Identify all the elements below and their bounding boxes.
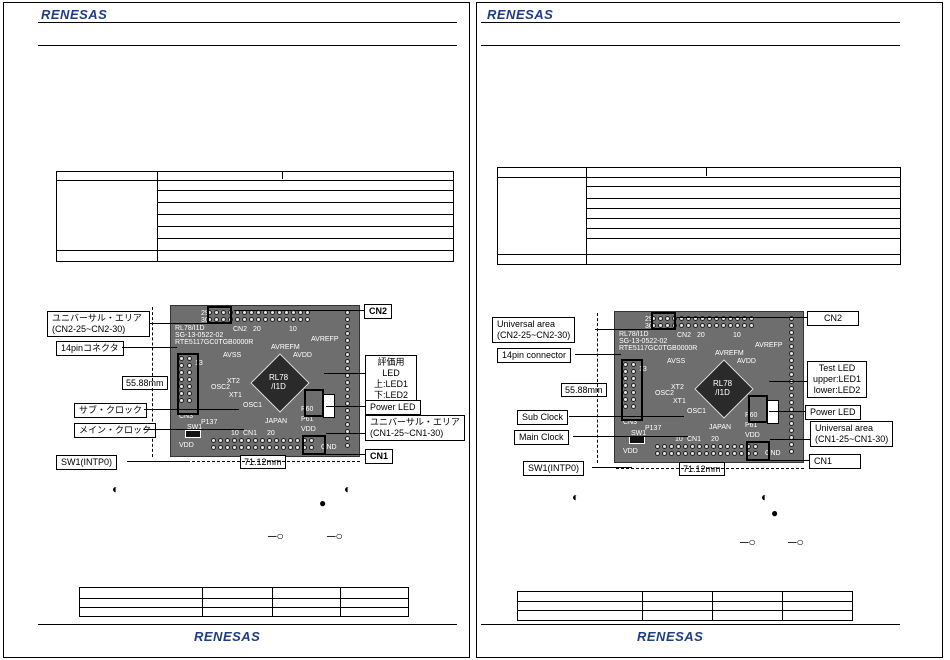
jumper-closed-icon: ● (319, 496, 327, 510)
cn1-header-top (655, 444, 758, 449)
renesas-footer-logo: RENESAS (194, 629, 261, 644)
header-rule (38, 45, 457, 46)
callout-power-led: Power LED (805, 405, 861, 420)
callout-main-clock: Main Clock (514, 430, 569, 445)
callout-sub-clock: Sub Clock (517, 410, 569, 425)
header-rule (481, 22, 900, 23)
cn2-header-top (207, 310, 310, 315)
callout-sw1: SW1(INTP0) (523, 461, 585, 476)
bottom-table (517, 591, 853, 621)
footer-rule (38, 624, 457, 625)
jumper-closed-icon: ● (771, 506, 779, 520)
evaluation-board-photo: 29 30 RL78/I1D SG-13-0522-02 RTE5117GC0T… (170, 305, 360, 457)
callout-test-led: Test LED upper:LED1 lower:LED2 (807, 361, 867, 398)
header-rule (38, 22, 457, 23)
board-model-text: RL78/I1D (175, 325, 205, 332)
callout-cn2: CN2 (364, 304, 393, 319)
callout-main-clock: メイン・クロック (74, 423, 157, 438)
renesas-logo: RENESAS (487, 7, 554, 22)
switch-symbol-icon: ─○ (788, 535, 804, 549)
spec-table (56, 171, 454, 262)
japanese-page: RENESAS 29 30 RL78/I1D SG-13-0522-02 RTE… (3, 2, 470, 658)
callout-universal-area-bottom: Universal area (CN1-25~CN1-30) (810, 421, 894, 447)
switch-symbol-icon: ─○ (740, 535, 756, 549)
dimension-width: 71.12mm (679, 462, 725, 476)
dimension-height: 55.88mm (561, 383, 607, 397)
callout-eval-led: 評価用LED 上:LED1 下:LED2 (365, 355, 417, 403)
cn3-connector (179, 356, 184, 403)
test-leds (767, 400, 779, 424)
callout-sub-clock: サブ・クロック (74, 403, 148, 418)
english-page: RENESAS 29 30 RL78/I1D SG-13-0522-02 RTE… (476, 2, 943, 658)
callout-14pin-connector: 14pin connector (497, 348, 572, 363)
callout-power-led: Power LED (365, 400, 421, 415)
callout-cn2: CN2 (807, 311, 859, 326)
callout-sw1: SW1(INTP0) (56, 455, 118, 470)
dimension-width: 71.12mm (240, 455, 286, 469)
callout-cn1: CN1 (365, 449, 394, 464)
jumper-open-icon: ◐ (112, 482, 120, 496)
cn3-connector (623, 362, 628, 409)
callout-universal-area-top: ユニバーサル・エリア (CN2-25~CN2-30) (47, 311, 150, 337)
sw1-switch (629, 436, 645, 444)
callout-universal-area-top: Universal area (CN2-25~CN2-30) (492, 317, 576, 343)
cn2-header-bottom (651, 323, 754, 328)
jumper-open-icon: ◐ (572, 490, 580, 504)
jumper-open-icon: ◐ (761, 490, 769, 504)
renesas-logo: RENESAS (41, 7, 108, 22)
sw1-switch (185, 430, 201, 438)
callout-cn1: CN1 (809, 454, 861, 469)
right-edge-pins (345, 310, 350, 448)
callout-14pin-connector: 14pinコネクタ (56, 341, 124, 356)
callout-universal-area-bottom: ユニバーサル・エリア (CN1-25~CN1-30) (365, 415, 465, 441)
cn1-header-bottom (655, 451, 758, 456)
spec-table (497, 167, 901, 265)
board-model-text: RL78/I1D (619, 331, 649, 338)
right-edge-pins (789, 316, 794, 454)
switch-symbol-icon: ─○ (327, 529, 343, 543)
cn2-header-bottom (207, 317, 310, 322)
bottom-table (79, 587, 409, 617)
header-rule (481, 45, 900, 46)
dimension-height: 55.88mm (122, 376, 168, 390)
switch-symbol-icon: ─○ (268, 529, 284, 543)
renesas-footer-logo: RENESAS (637, 629, 704, 644)
footer-rule (481, 624, 900, 625)
cn1-header-bottom (211, 445, 314, 450)
jumper-open-icon: ◐ (344, 482, 352, 496)
cn1-header-top (211, 438, 314, 443)
evaluation-board-photo: 29 30 RL78/I1D SG-13-0522-02 RTE5117GC0T… (614, 311, 804, 463)
